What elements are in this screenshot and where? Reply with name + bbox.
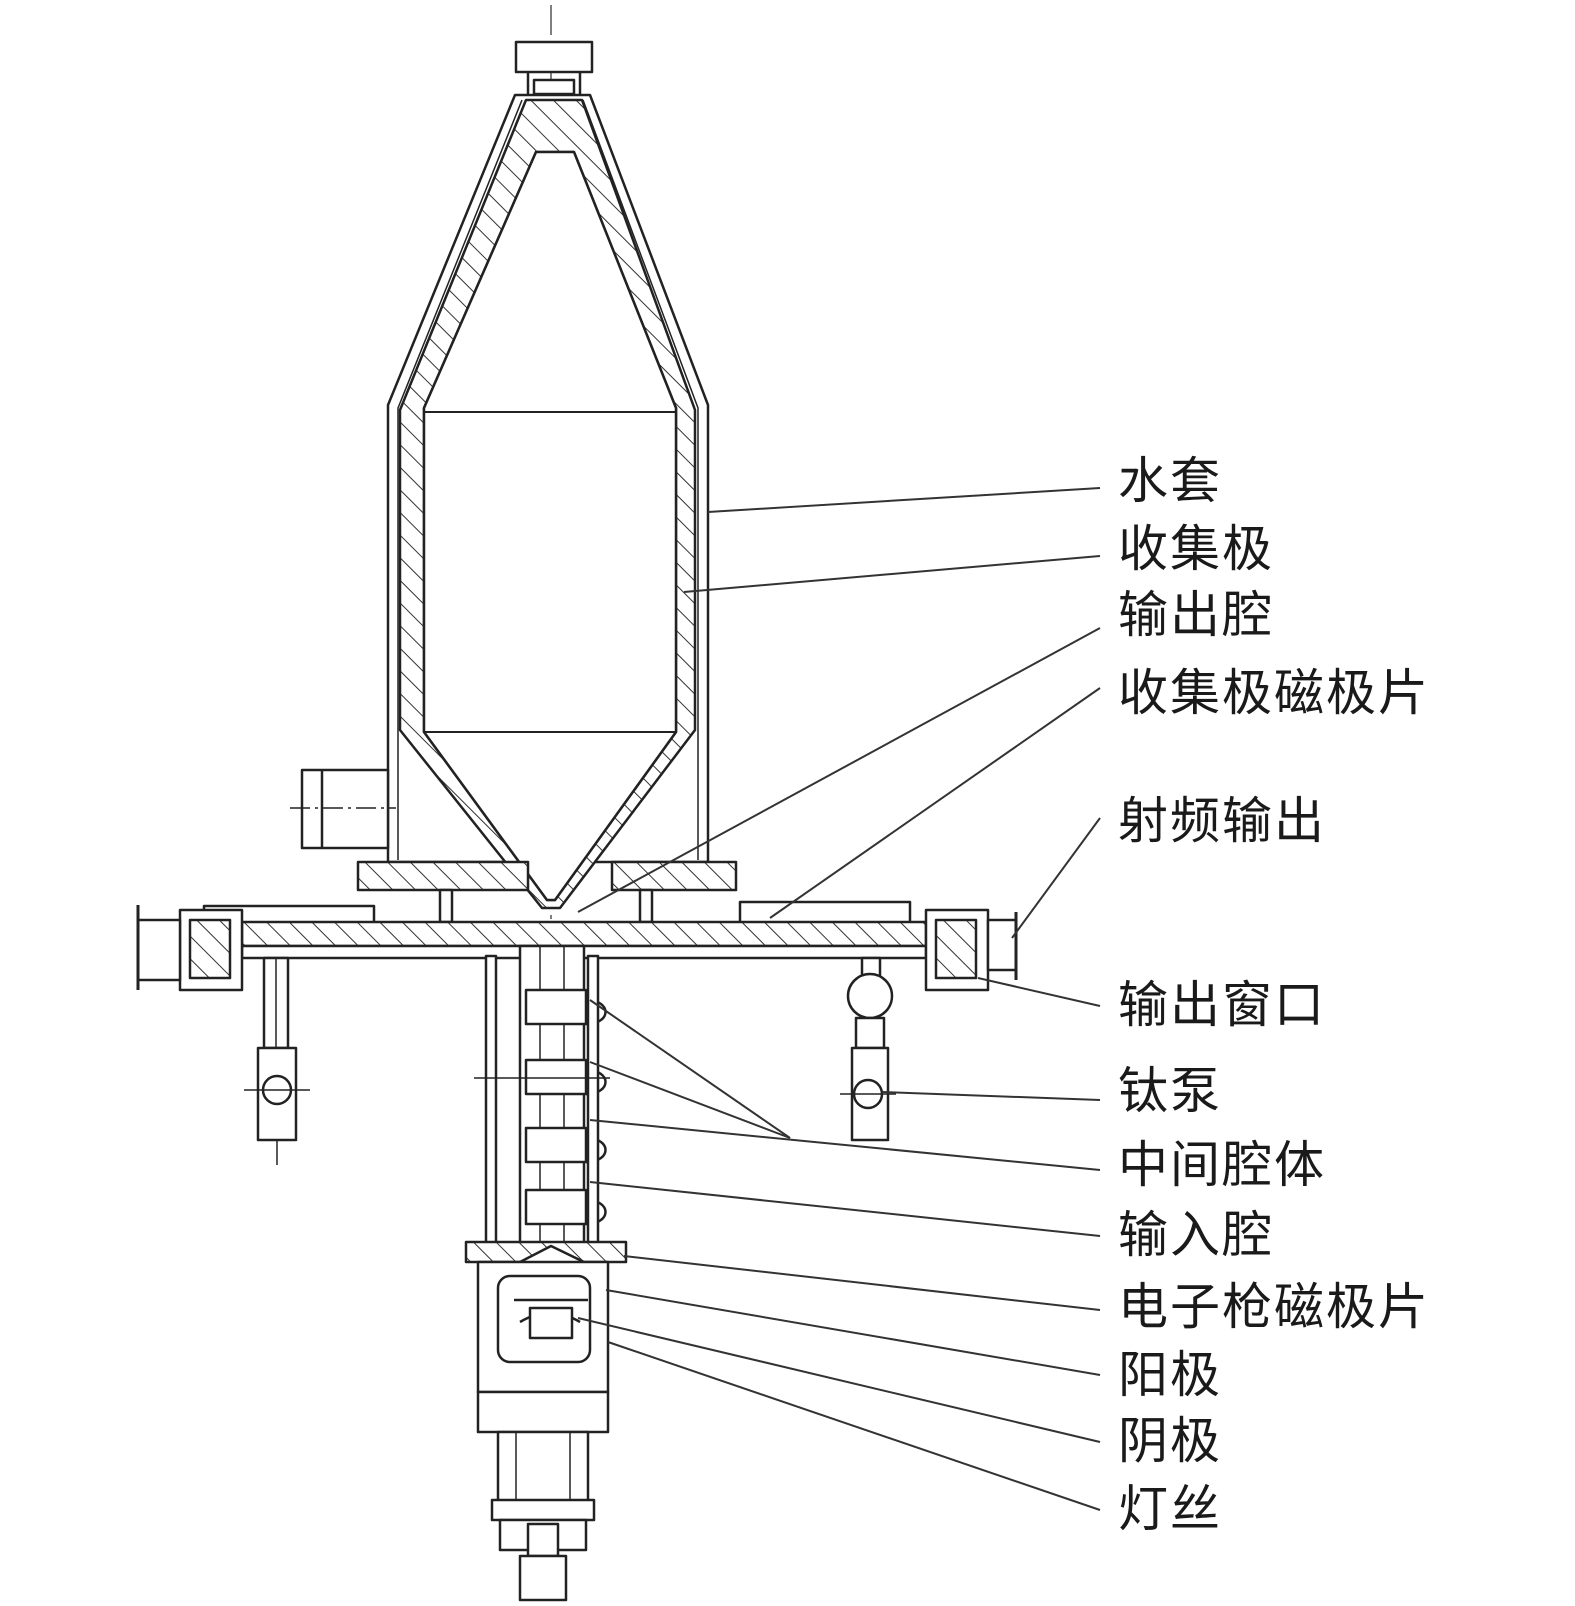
leader-output-cavity [577,627,1101,913]
collector-neck [514,40,594,96]
drift-tube-section [474,944,610,1248]
label-intermediate-cavity: 中间腔体 [1118,1136,1326,1194]
leader-anode [605,1289,1101,1376]
leader-intermediate-cavity [589,1119,1101,1171]
leader-intermediate-cavity-b [589,1061,791,1139]
label-output-cavity: 输出腔 [1118,586,1274,644]
label-filament: 灯丝 [1118,1480,1222,1538]
label-collector-pole-piece: 收集极磁极片 [1118,664,1430,722]
label-gun-pole-piece: 电子枪磁极片 [1118,1278,1430,1336]
leader-output-window [977,977,1101,1007]
leader-lines [577,487,1101,1511]
output-cavity-assembly [136,900,1018,992]
leader-filament [607,1341,1101,1511]
titanium-pump-left [244,956,310,1165]
leader-intermediate-cavity-a [589,999,791,1139]
label-output-window: 输出窗口 [1118,976,1326,1034]
label-water-jacket: 水套 [1118,452,1222,510]
collector-inner [422,150,678,902]
label-anode: 阳极 [1118,1346,1222,1404]
leader-collector [683,555,1101,593]
leader-rf-output [1011,817,1101,939]
leader-water-jacket [707,487,1101,513]
collector-pole-piece-plate [356,860,738,924]
label-collector: 收集极 [1118,520,1274,578]
leader-input-cavity [589,1181,1101,1237]
side-port [290,768,396,850]
leader-gun-pole-piece [623,1255,1101,1311]
label-input-cavity: 输入腔 [1118,1206,1274,1264]
label-rf-output: 射频输出 [1118,792,1326,850]
label-cathode: 阴极 [1118,1412,1222,1470]
titanium-pump-right [840,956,896,1142]
label-titanium-pump: 钛泵 [1118,1062,1222,1120]
leader-cathode [577,1317,1101,1443]
electron-gun-housing [476,1260,610,1602]
leader-collector-pole-piece [769,687,1101,919]
water-jacket-inner-line [397,99,699,860]
leader-titanium-pump [881,1091,1101,1101]
